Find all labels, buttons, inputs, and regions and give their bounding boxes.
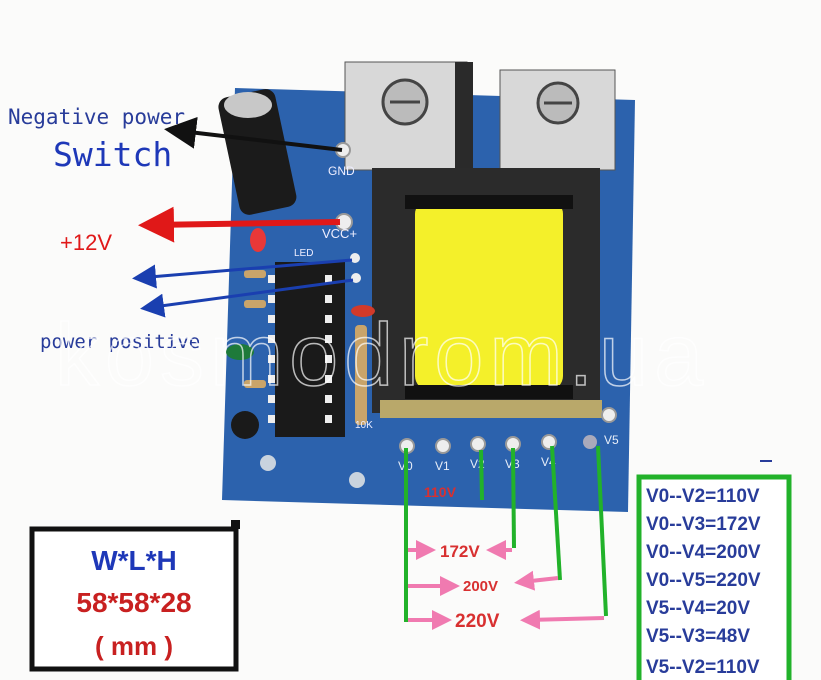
- switch-pad-1: [350, 253, 360, 263]
- resistor-label: 10K: [355, 420, 373, 431]
- small-capacitor: [351, 305, 375, 317]
- voltage-row: V0--V3=172V: [646, 514, 761, 535]
- plus12v-label: +12V: [60, 230, 112, 255]
- transistor-heatsink: [344, 61, 473, 171]
- ic-chip: [268, 262, 345, 437]
- vcc-label: VCC+: [322, 226, 357, 241]
- gnd-label: GND: [328, 164, 355, 178]
- voltage-row: V0--V2=110V: [646, 486, 760, 507]
- power-positive-label: power positive: [40, 331, 200, 353]
- small-electrolytic: [231, 411, 259, 439]
- watermark: kosmodrom.ua: [55, 305, 709, 404]
- led: [250, 228, 266, 252]
- dimensions-box: [29, 526, 239, 672]
- voltage-row: V5--V2=110V: [646, 657, 760, 678]
- switch-pad-2: [351, 273, 361, 283]
- voltage-row: V5--V3=48V: [646, 626, 750, 647]
- negative-power-arrow: [164, 116, 343, 152]
- pin-label-v1: V1: [435, 459, 450, 473]
- output-220v-label: 220V: [455, 611, 500, 632]
- resistors: [244, 270, 367, 425]
- output-pins: [399, 434, 597, 454]
- pin-label-v5: V5: [604, 433, 619, 447]
- dimensions-label: W*L*H: [91, 545, 177, 576]
- mount-hole: [260, 455, 276, 471]
- ceramic-capacitor: [226, 344, 254, 360]
- dimensions-value: 58*58*28: [76, 587, 191, 618]
- voltage-table-box: [636, 474, 792, 680]
- transistor-heatsink: [499, 69, 616, 171]
- led-label: LED: [294, 248, 313, 259]
- electrolytic-capacitor: [218, 89, 297, 215]
- power-positive-arrow-2: [140, 278, 354, 318]
- dimensions-unit: ( mm ): [95, 631, 173, 661]
- dimensions-box-corner: [231, 520, 240, 529]
- power-positive-arrow-1: [132, 258, 353, 289]
- mount-hole: [349, 472, 365, 488]
- voltage-row: V0--V4=200V: [646, 542, 761, 563]
- output-200v-label: 200V: [463, 578, 498, 595]
- voltage-row: V0--V5=220V: [646, 570, 761, 591]
- pink-arrows: [408, 540, 605, 630]
- output-110v-label: 110V: [424, 484, 457, 500]
- switch-label: Switch: [53, 135, 172, 174]
- v5-pad-top: [601, 407, 617, 423]
- negative-power-label: Negative power: [8, 105, 185, 129]
- voltage-row: V5--V4=20V: [646, 598, 750, 619]
- green-wires: [404, 445, 608, 622]
- transformer: [372, 168, 602, 418]
- output-172v-label: 172V: [440, 542, 480, 561]
- plus12v-arrow: [138, 206, 341, 243]
